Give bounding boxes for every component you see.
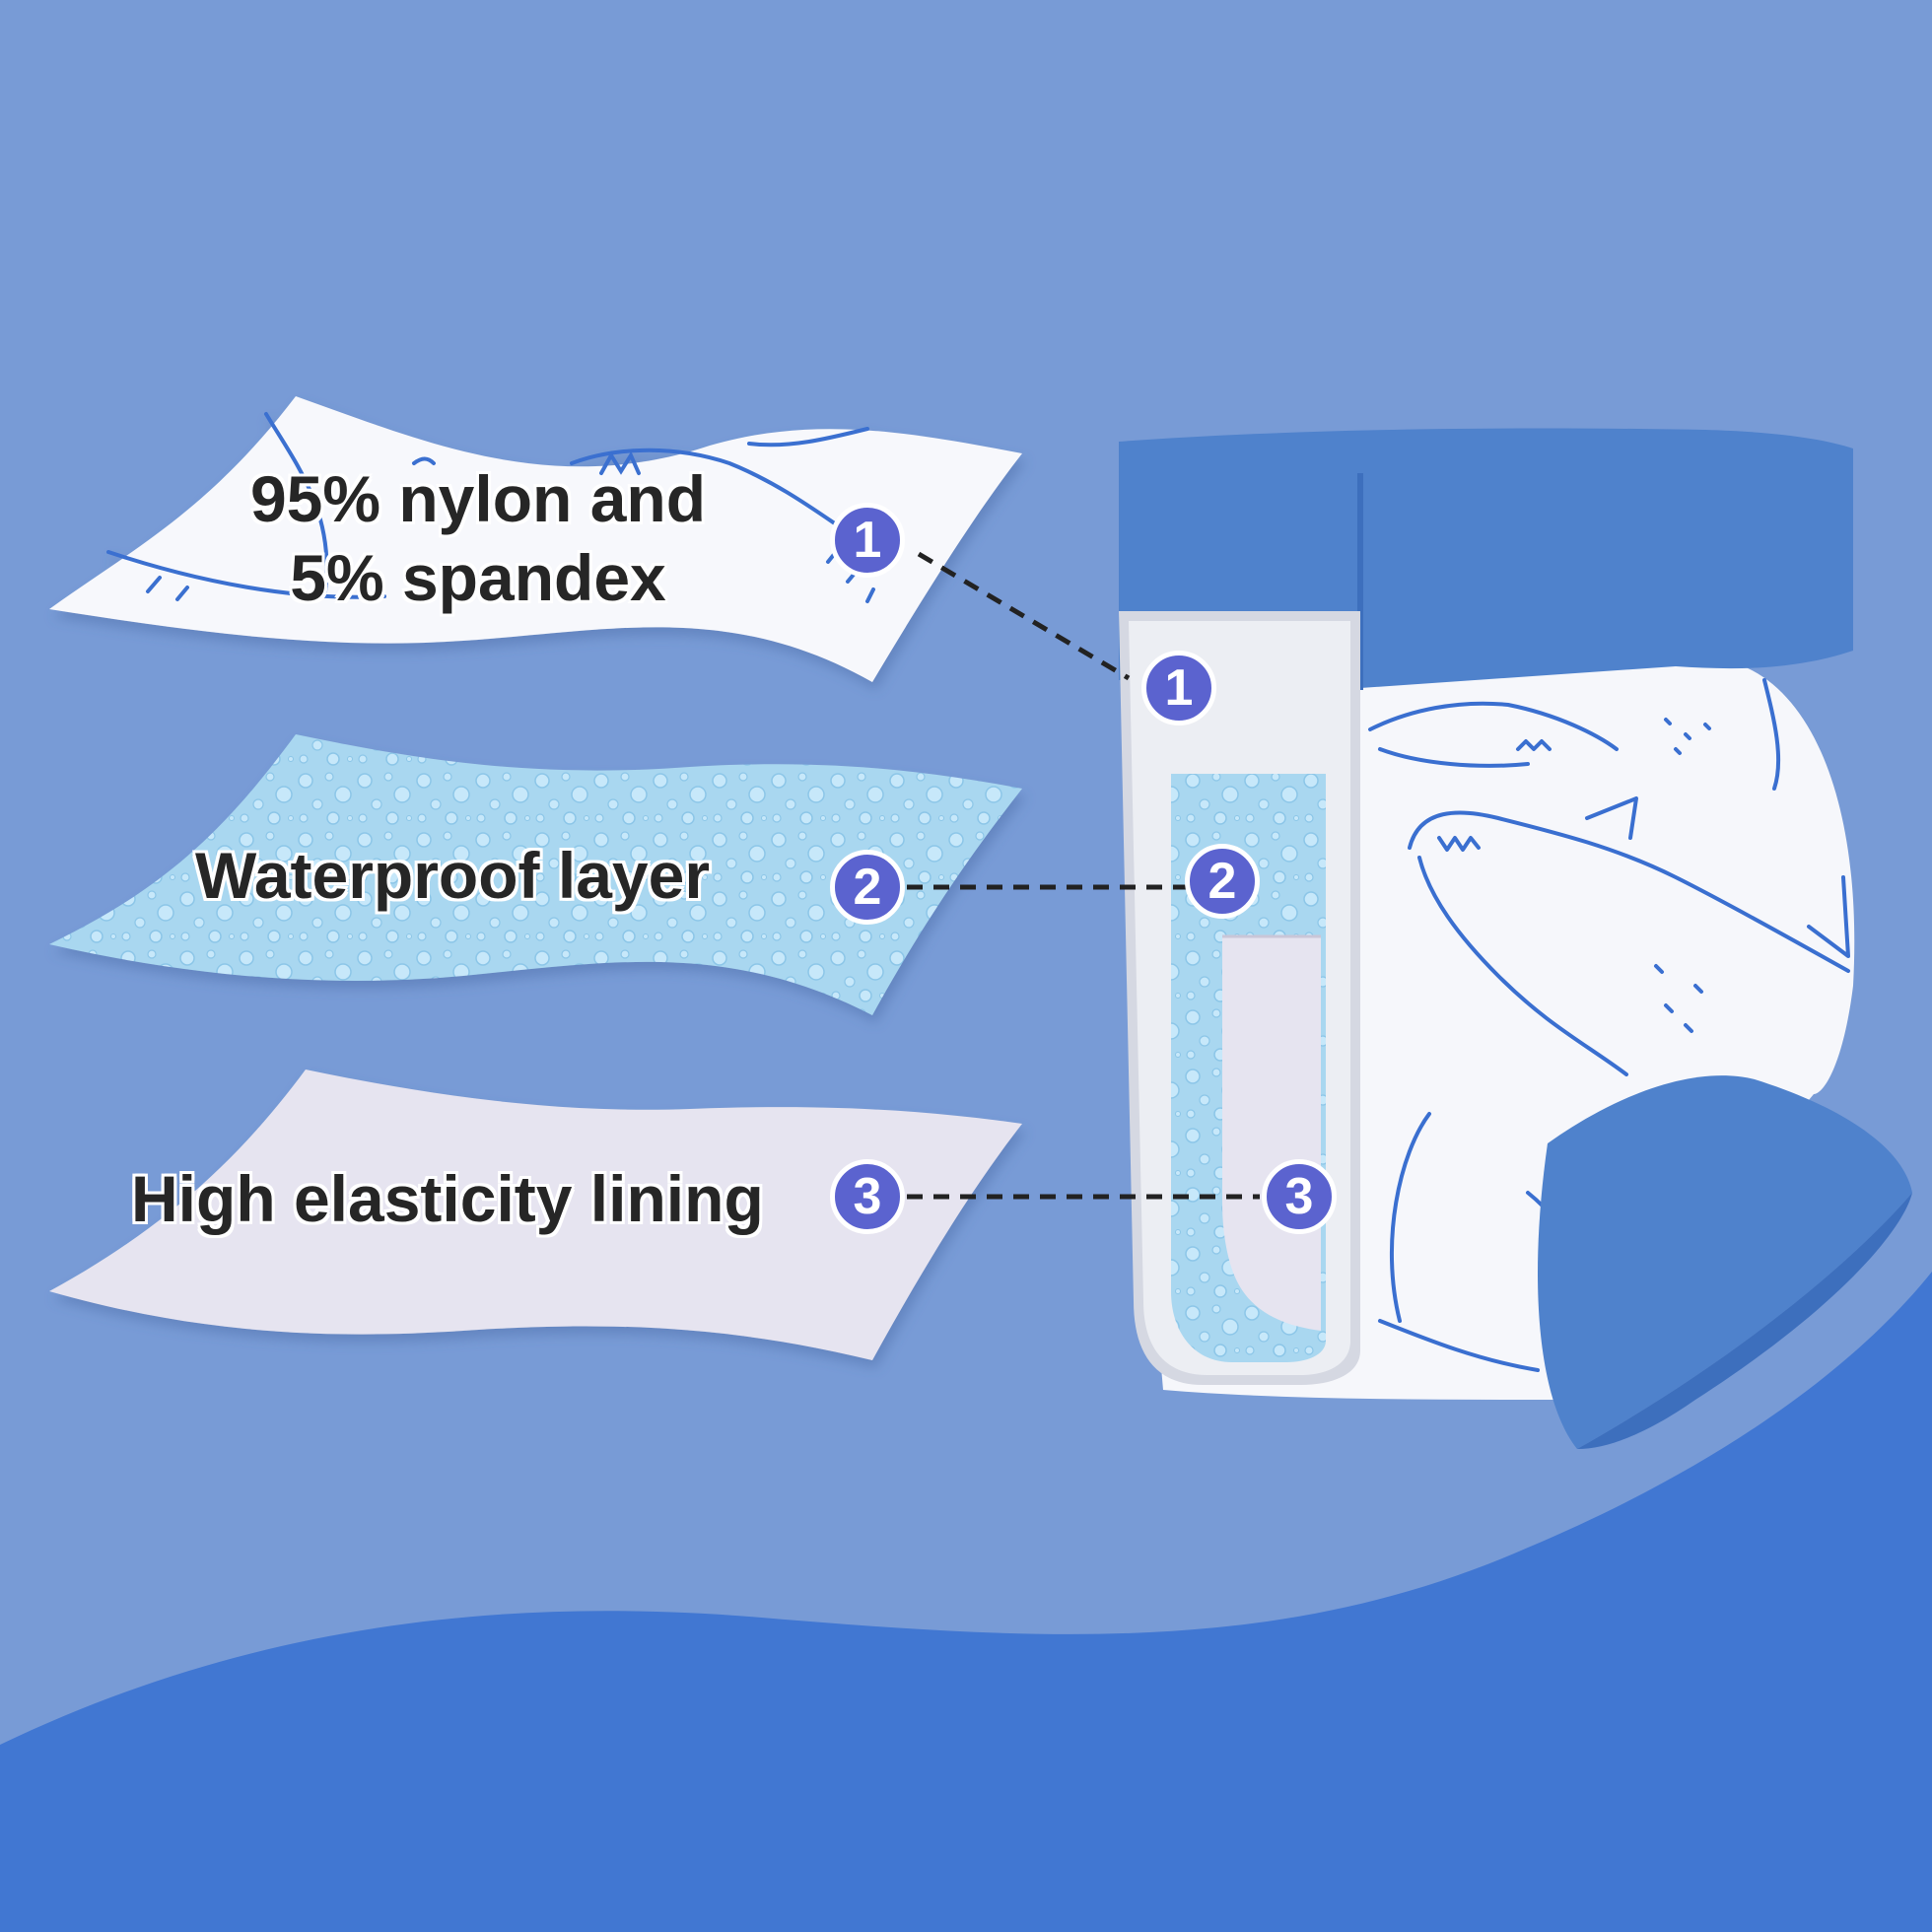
lining-ribbon (49, 1070, 1022, 1360)
badge-3-right: 3 (1262, 1159, 1337, 1234)
connector-1 (917, 551, 1131, 681)
badge-3-left: 3 (830, 1159, 905, 1234)
layer-3-label: High elasticity lining (131, 1162, 764, 1235)
layer-1-label-line-1: 95% nylon and (249, 462, 707, 535)
badge-2-left: 2 (830, 850, 905, 925)
bottom-wave (0, 1272, 1932, 1932)
layer-1-label: 95% nylon and 5% spandex (202, 459, 754, 617)
badge-2-right: 2 (1185, 844, 1260, 919)
swim-diaper (1119, 428, 1912, 1449)
layer-1-label-line-2: 5% spandex (290, 541, 666, 614)
layer-2-label: Waterproof layer (195, 839, 711, 912)
badge-1-left: 1 (830, 503, 905, 578)
connector-lines (907, 551, 1260, 1200)
badge-1-right: 1 (1141, 651, 1216, 725)
waterproof-ribbon (49, 734, 1022, 1015)
